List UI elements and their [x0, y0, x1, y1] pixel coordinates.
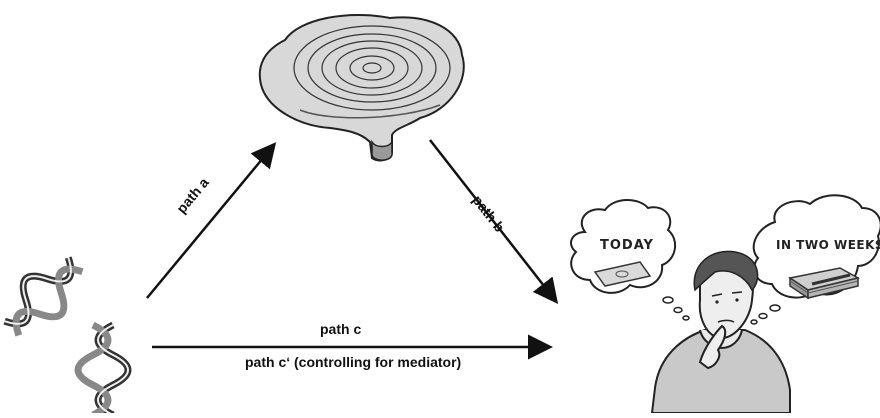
- dna-icon: [3, 256, 132, 418]
- banknote-stack-icon: [788, 267, 861, 300]
- path-a-arrow: [146, 142, 277, 299]
- brain-icon: [258, 13, 465, 162]
- single-banknote-icon: [593, 261, 652, 287]
- path-c-prime-label: path c‘ (controlling for mediator): [245, 354, 462, 370]
- thought-bubble-two-weeks: [750, 194, 880, 325]
- thinking-person-icon: [650, 250, 791, 414]
- path-b-arrow: [429, 139, 559, 304]
- path-c-label: path c: [320, 321, 362, 337]
- in-two-weeks-text: IN TWO WEEKS: [776, 238, 880, 252]
- today-text: TODAY: [600, 238, 654, 253]
- thought-bubble-today: [570, 199, 690, 321]
